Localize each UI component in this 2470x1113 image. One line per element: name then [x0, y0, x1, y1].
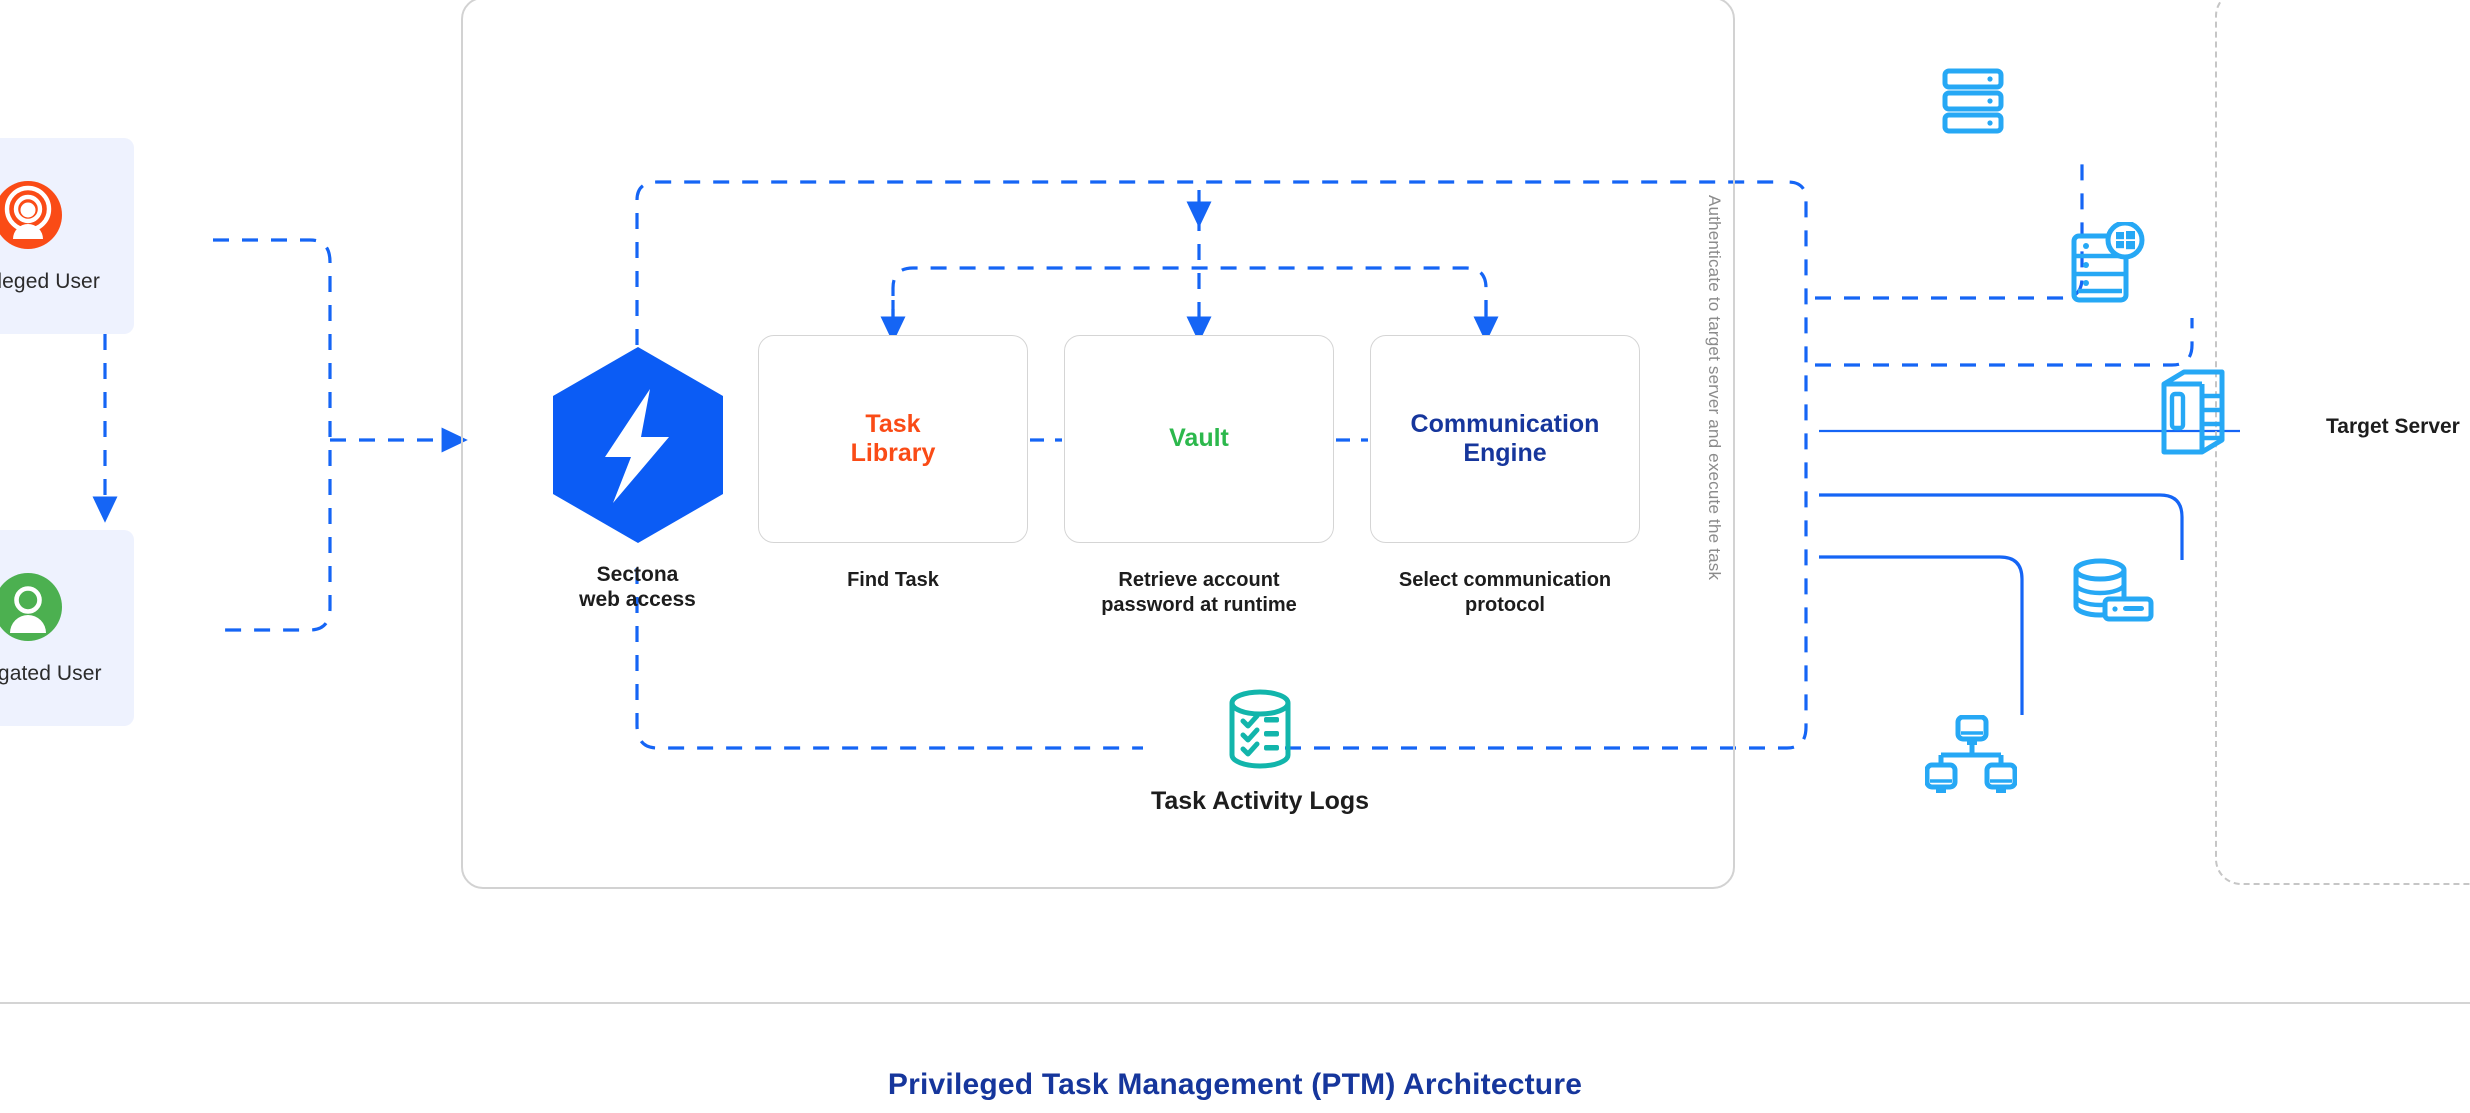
page-title: Privileged Task Management (PTM) Archite… — [887, 1068, 1583, 1101]
wire-privileged-to-bus — [213, 238, 332, 632]
target-server-label: Target Server — [2326, 415, 2460, 438]
footer-divider — [0, 1002, 2470, 1004]
stage-title-vault: Vault — [1169, 424, 1229, 454]
actor-card-delegated-user[interactable]: Delegated User — [0, 530, 134, 726]
task-activity-logs-node[interactable]: Task Activity Logs — [1080, 688, 1440, 816]
wire-auth-to-cluster — [1819, 555, 2024, 715]
stage-title-line2: Engine — [1463, 439, 1547, 467]
actor-label-delegated-user: Delegated User — [0, 661, 102, 685]
stage-caption-line1: Retrieve account — [1118, 569, 1280, 591]
delegated-user-icon — [0, 571, 64, 648]
windows-server-icon[interactable] — [2070, 220, 2148, 309]
database-server-icon[interactable] — [2072, 558, 2154, 629]
actor-card-privileged-user[interactable]: Privileged User — [0, 138, 134, 334]
sectona-caption: Sectona web access — [545, 562, 730, 612]
stage-title-communication-engine: Communication Engine — [1411, 410, 1600, 469]
activity-log-database-icon — [1224, 689, 1296, 774]
stage-caption-communication-engine: Select communication protocol — [1360, 568, 1650, 618]
stage-title-line1: Task — [865, 409, 921, 438]
authenticate-flow-label: Authenticate to target server and execut… — [1705, 195, 1724, 581]
sectona-hex-logo-icon — [549, 347, 727, 549]
stage-title-task-library: Task Library — [851, 410, 936, 469]
stage-caption-line1: Select communication — [1398, 569, 1612, 591]
target-server-zone — [2215, 0, 2470, 885]
stage-box-communication-engine[interactable]: Communication Engine — [1370, 335, 1640, 543]
stage-title-line2: Library — [850, 439, 936, 467]
stage-caption-task-library: Find Task — [748, 568, 1038, 593]
computer-network-icon[interactable] — [1924, 714, 2018, 804]
sectona-web-access-node[interactable]: Sectona web access — [545, 345, 730, 612]
task-activity-logs-label: Task Activity Logs — [1150, 787, 1370, 815]
stage-caption-vault: Retrieve account password at runtime — [1054, 568, 1344, 618]
stage-caption-line2: password at runtime — [1101, 594, 1297, 616]
wire-auth-to-rack — [1815, 160, 2084, 300]
ptm-boundary-container — [461, 0, 1735, 889]
stage-title-line1: Vault — [1169, 424, 1229, 453]
server-tower-icon[interactable] — [2158, 368, 2228, 461]
actor-label-privileged-user: Privileged User — [0, 269, 100, 293]
stage-title-line1: Communication — [1410, 409, 1600, 438]
stage-caption-line2: protocol — [1465, 594, 1545, 616]
stage-box-vault[interactable]: Vault — [1064, 335, 1334, 543]
server-rack-icon[interactable] — [1942, 68, 2004, 139]
wire-auth-to-db — [1819, 493, 2184, 560]
stage-box-task-library[interactable]: Task Library — [758, 335, 1028, 543]
wire-auth-to-windows — [1815, 318, 2194, 367]
sectona-caption-line1: Sectona — [596, 563, 679, 586]
stage-caption-line1: Find Task — [847, 569, 939, 591]
sectona-caption-line2: web access — [579, 588, 696, 612]
privileged-user-icon — [0, 179, 64, 256]
